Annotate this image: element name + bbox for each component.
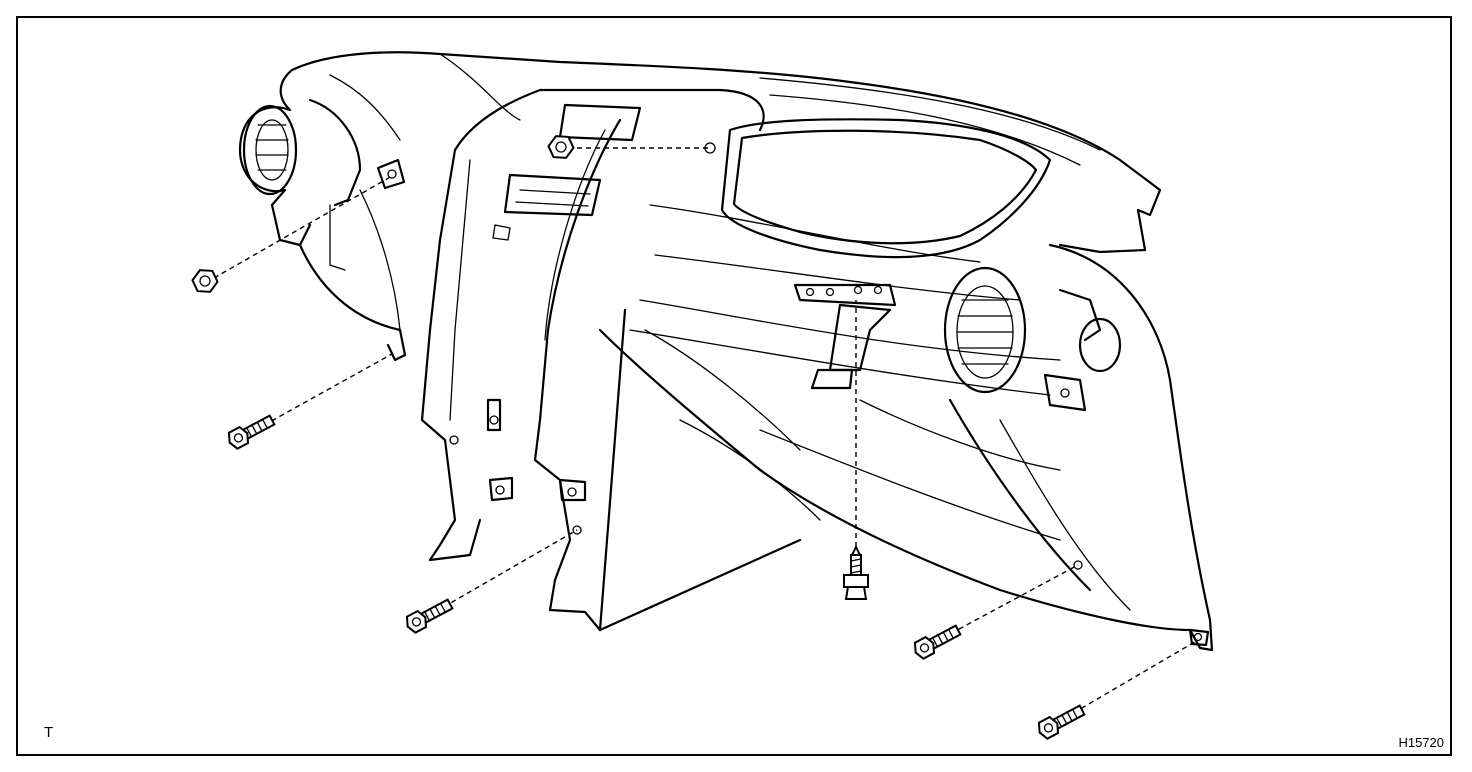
figure-code: H15720 — [1398, 735, 1444, 750]
screw-center — [843, 544, 869, 600]
instrument-panel — [238, 51, 1214, 652]
nut-left-upper — [191, 269, 219, 293]
bolt-center-lower — [405, 598, 454, 634]
diagram-frame — [16, 16, 1452, 756]
nut-center-upper — [547, 135, 575, 159]
bolt-right-middle — [913, 624, 962, 660]
corner-mark: T — [44, 724, 54, 741]
bolt-right-lower — [1037, 704, 1086, 740]
leader-lines — [213, 147, 1199, 723]
bolt-left-lower — [227, 414, 276, 450]
